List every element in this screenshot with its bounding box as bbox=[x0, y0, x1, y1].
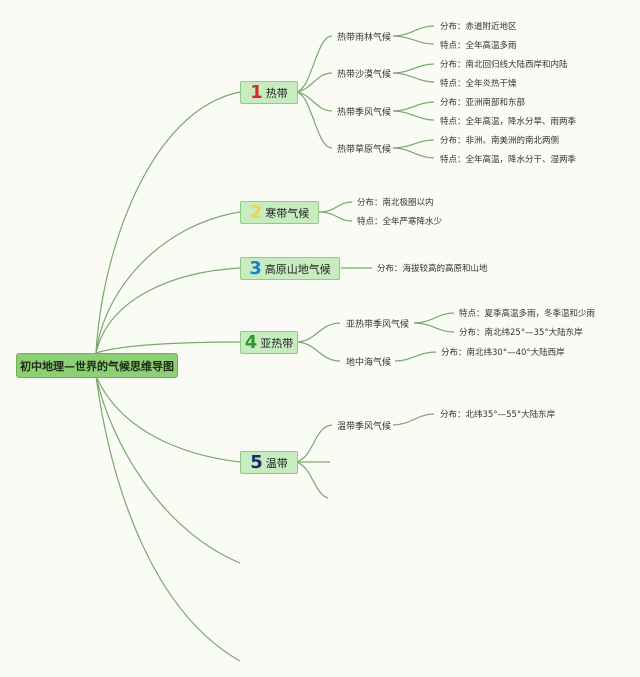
link-cat2-l2 bbox=[318, 211, 353, 222]
link-c4s1-l1 bbox=[413, 312, 455, 324]
leaf-node: 特点：全年高温，降水分旱、雨两季 bbox=[440, 117, 577, 127]
leaf-node: 特点：全年高温，降水分干、湿两季 bbox=[440, 155, 577, 165]
link-cat1-sub1 bbox=[295, 35, 333, 93]
link-cat4-sub2 bbox=[295, 341, 341, 362]
link-c4s1-l2 bbox=[413, 322, 455, 333]
link-s3-l1 bbox=[392, 101, 435, 112]
sub-node[interactable]: 热带季风气候 bbox=[337, 108, 392, 118]
leaf-node: 分布：非洲、南美洲的南北两侧 bbox=[440, 136, 560, 146]
leaf-node: 特点：全年高温多雨 bbox=[440, 41, 517, 51]
link-cat4-sub1 bbox=[295, 322, 341, 343]
link-root-cat1 bbox=[95, 91, 241, 354]
category-number: 5 bbox=[250, 451, 263, 473]
leaf-node: 分布：南北极圈以内 bbox=[357, 198, 434, 208]
sub-node[interactable]: 亚热带季风气候 bbox=[346, 320, 410, 330]
leaf-node: 分布：南北纬25°—35°大陆东岸 bbox=[459, 328, 583, 338]
link-root-empty2 bbox=[95, 375, 241, 662]
category-number: 1 bbox=[250, 81, 263, 103]
root-node[interactable]: 初中地理—世界的气候思维导图 bbox=[16, 353, 178, 378]
leaf-node: 分布：南北纬30°—40°大陆西岸 bbox=[441, 348, 565, 358]
link-root-cat3 bbox=[95, 267, 241, 354]
sub-node[interactable]: 热带雨林气候 bbox=[337, 33, 392, 43]
link-s1-l2 bbox=[392, 35, 435, 45]
link-s4-l2 bbox=[392, 147, 435, 159]
link-s2-l1 bbox=[392, 63, 435, 74]
category-label: 热带 bbox=[265, 86, 288, 100]
sub-node[interactable]: 地中海气候 bbox=[346, 358, 392, 368]
link-c4s2-l1 bbox=[394, 351, 437, 362]
link-c5s1-l1 bbox=[392, 413, 435, 426]
link-root-empty1 bbox=[95, 375, 241, 564]
link-s3-l2 bbox=[392, 110, 435, 121]
category-tropical[interactable]: 1 热带 bbox=[240, 81, 298, 104]
link-cat1-sub2 bbox=[295, 72, 333, 93]
leaf-node: 特点：全年炎热干燥 bbox=[440, 79, 517, 89]
sub-node[interactable]: 温带季风气候 bbox=[337, 422, 392, 432]
link-s4-l1 bbox=[392, 139, 435, 149]
category-cold[interactable]: 2 寒带气候 bbox=[240, 201, 319, 224]
link-cat2-l1 bbox=[318, 201, 353, 213]
link-root-cat5 bbox=[95, 375, 241, 463]
category-label: 寒带气候 bbox=[265, 206, 310, 220]
link-cat5-sub1 bbox=[295, 424, 333, 463]
leaf-node: 分布：南北回归线大陆西岸和内陆 bbox=[440, 60, 568, 70]
category-label: 温带 bbox=[265, 456, 288, 470]
link-cat5-empty2 bbox=[295, 461, 329, 499]
category-subtropical[interactable]: 4 亚热带 bbox=[240, 331, 298, 354]
category-label: 亚热带 bbox=[260, 336, 294, 350]
category-number: 3 bbox=[249, 257, 262, 279]
link-root-cat2 bbox=[95, 211, 241, 354]
leaf-node: 分布：赤道附近地区 bbox=[440, 22, 517, 32]
sub-node[interactable]: 热带草原气候 bbox=[337, 145, 392, 155]
leaf-node: 分布：海拔较高的高原和山地 bbox=[377, 264, 488, 274]
category-temperate[interactable]: 5 温带 bbox=[240, 451, 298, 474]
link-root-cat4 bbox=[95, 341, 241, 354]
category-highland[interactable]: 3 高原山地气候 bbox=[240, 257, 340, 280]
leaf-node: 分布：亚洲南部和东部 bbox=[440, 98, 526, 108]
link-s2-l2 bbox=[392, 72, 435, 83]
category-number: 2 bbox=[249, 201, 263, 223]
root-label: 初中地理—世界的气候思维导图 bbox=[20, 359, 174, 373]
leaf-node: 分布：北纬35°—55°大陆东岸 bbox=[440, 410, 556, 420]
leaf-node: 特点：全年严寒降水少 bbox=[357, 217, 443, 227]
category-number: 4 bbox=[244, 331, 258, 353]
leaf-node: 特点：夏季高温多雨，冬季温和少雨 bbox=[459, 309, 596, 319]
link-s1-l1 bbox=[392, 25, 435, 37]
link-cat1-sub4 bbox=[295, 91, 333, 149]
category-label: 高原山地气候 bbox=[264, 262, 331, 276]
sub-node[interactable]: 热带沙漠气候 bbox=[337, 70, 392, 80]
